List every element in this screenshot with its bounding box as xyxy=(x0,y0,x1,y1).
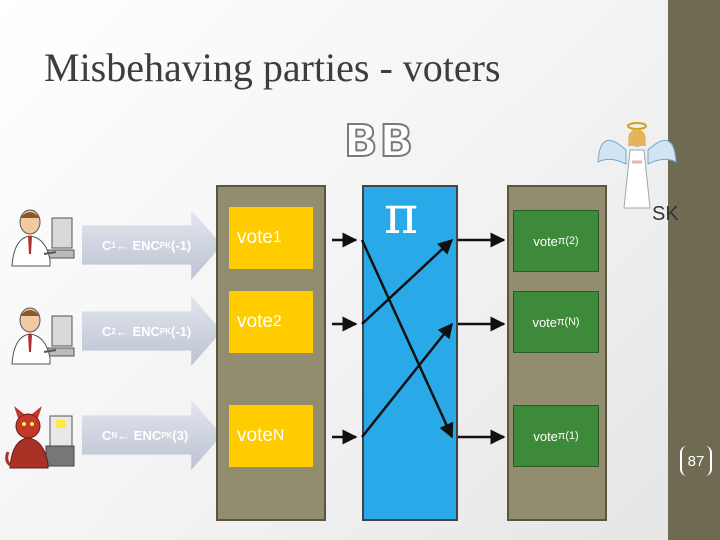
output-vote-box: vote π(1) xyxy=(513,405,599,467)
wire-cross-1-to-3 xyxy=(360,239,454,439)
angel-icon xyxy=(597,122,677,209)
permutation-symbol: π xyxy=(384,186,419,246)
voter-at-computer-icon xyxy=(11,209,75,267)
output-vote-box: vote π(N) xyxy=(513,291,599,353)
wire-cross-n-to-2 xyxy=(361,322,453,438)
devil-at-computer-icon xyxy=(5,406,75,469)
bulletin-board-label: BB xyxy=(343,115,416,168)
page-number: 87 xyxy=(680,446,712,476)
output-vote-box: vote π(2) xyxy=(513,210,599,272)
secret-key-label: SK xyxy=(652,203,679,225)
voter-at-computer-icon xyxy=(11,307,75,365)
wire-cross-2-to-1 xyxy=(361,238,454,325)
slide-title: Misbehaving parties - voters xyxy=(44,45,501,90)
